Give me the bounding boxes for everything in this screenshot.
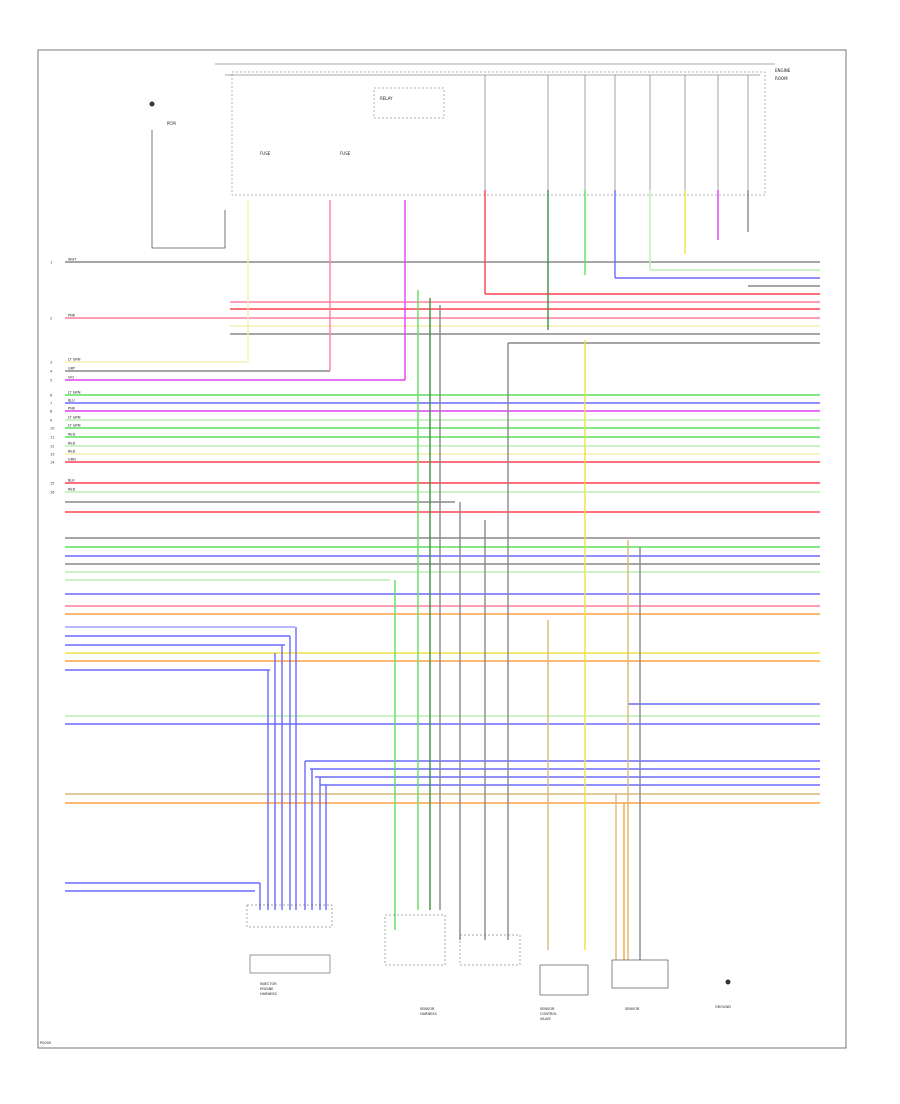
wire-label-3: LT GRN xyxy=(68,358,81,362)
pin-number-5: 5 xyxy=(50,379,52,383)
wire-label-14: GRN xyxy=(68,458,76,462)
left-ground-wire xyxy=(151,130,226,249)
module-label: PCM xyxy=(167,121,176,126)
component-ground: GROUND xyxy=(715,979,731,1009)
injector-connector xyxy=(246,904,333,928)
right-label-line2: ROOM xyxy=(775,76,788,81)
wire-label-11: RED xyxy=(68,433,76,437)
component-sensor-1: SENSOR HARNESS xyxy=(384,914,521,1016)
wire-label-2: PNK xyxy=(68,314,76,318)
wire-label-12: RED xyxy=(68,442,76,446)
ground-symbol xyxy=(149,101,155,107)
wire-label-8: PNK xyxy=(68,407,76,411)
wire-label-13: RED xyxy=(68,450,76,454)
wire-label-5: VIO xyxy=(68,376,74,380)
comp-c3-line1: SENSOR xyxy=(540,1007,555,1011)
pin-number-15: 15 xyxy=(50,482,54,486)
sensor-body xyxy=(459,934,521,966)
pin-number-2: 2 xyxy=(50,317,52,321)
pin-number-16: 16 xyxy=(50,491,54,495)
comp-c2-line1: SENSOR xyxy=(420,1007,435,1011)
wire-label-15: BLK xyxy=(68,479,75,483)
comp-c4-line1: SENSOR xyxy=(625,1007,640,1011)
comp-c3-line3: VALVE xyxy=(540,1017,551,1021)
pin-number-8: 8 xyxy=(50,410,52,414)
right-label-line1: ENGINE xyxy=(775,68,791,73)
injector-body xyxy=(249,954,331,974)
pin-number-11: 11 xyxy=(50,436,54,440)
wire-label-1: WHT xyxy=(68,258,77,262)
valve-body xyxy=(539,964,589,996)
fuse-label-1: FUSE xyxy=(260,151,271,156)
pin-number-13: 13 xyxy=(50,453,54,457)
component-injector: INJECTOR ENGINE HARNESS xyxy=(246,904,333,996)
pin-number-9: 9 xyxy=(50,419,52,423)
comp-c1-line3: HARNESS xyxy=(260,992,278,996)
ground-point xyxy=(725,979,731,985)
footer-code: P0000 xyxy=(40,1041,51,1045)
component-valve: SENSOR CONTROL VALVE xyxy=(539,964,589,1021)
wire-label-7: BLU xyxy=(68,399,75,403)
wire-label-9: LT GRN xyxy=(68,416,81,420)
comp-c5-line1: GROUND xyxy=(715,1005,731,1009)
pin-number-12: 12 xyxy=(50,445,54,449)
pin-number-3: 3 xyxy=(50,361,52,365)
pin-number-4: 4 xyxy=(50,370,53,374)
wire-label-16: RED xyxy=(68,488,76,492)
comp-c1-line2: ENGINE xyxy=(260,987,273,991)
pin-number-10: 10 xyxy=(50,427,54,431)
wire-label-4: GRY xyxy=(68,367,76,371)
fuse-label-2: FUSE xyxy=(340,151,351,156)
pin-number-1: 1 xyxy=(50,261,52,265)
sensor2-body xyxy=(611,959,669,989)
relay-label: RELAY xyxy=(380,96,393,101)
comp-c1-line1: INJECTOR xyxy=(260,982,277,986)
diagram-border xyxy=(37,49,847,1049)
relay-box xyxy=(373,87,445,119)
top-drops xyxy=(484,75,749,190)
component-sensor-2: SENSOR xyxy=(611,959,669,1011)
pin-number-7: 7 xyxy=(50,402,52,406)
wire-label-6: LT GRN xyxy=(68,391,81,395)
wire-label-10: LT GRN xyxy=(68,424,81,428)
sensor-connector xyxy=(384,914,446,966)
wire-field xyxy=(65,190,820,960)
comp-c3-line2: CONTROL xyxy=(540,1012,557,1016)
pin-number-14: 14 xyxy=(50,461,55,465)
pin-number-6: 6 xyxy=(50,394,52,398)
comp-c2-line2: HARNESS xyxy=(420,1012,438,1016)
